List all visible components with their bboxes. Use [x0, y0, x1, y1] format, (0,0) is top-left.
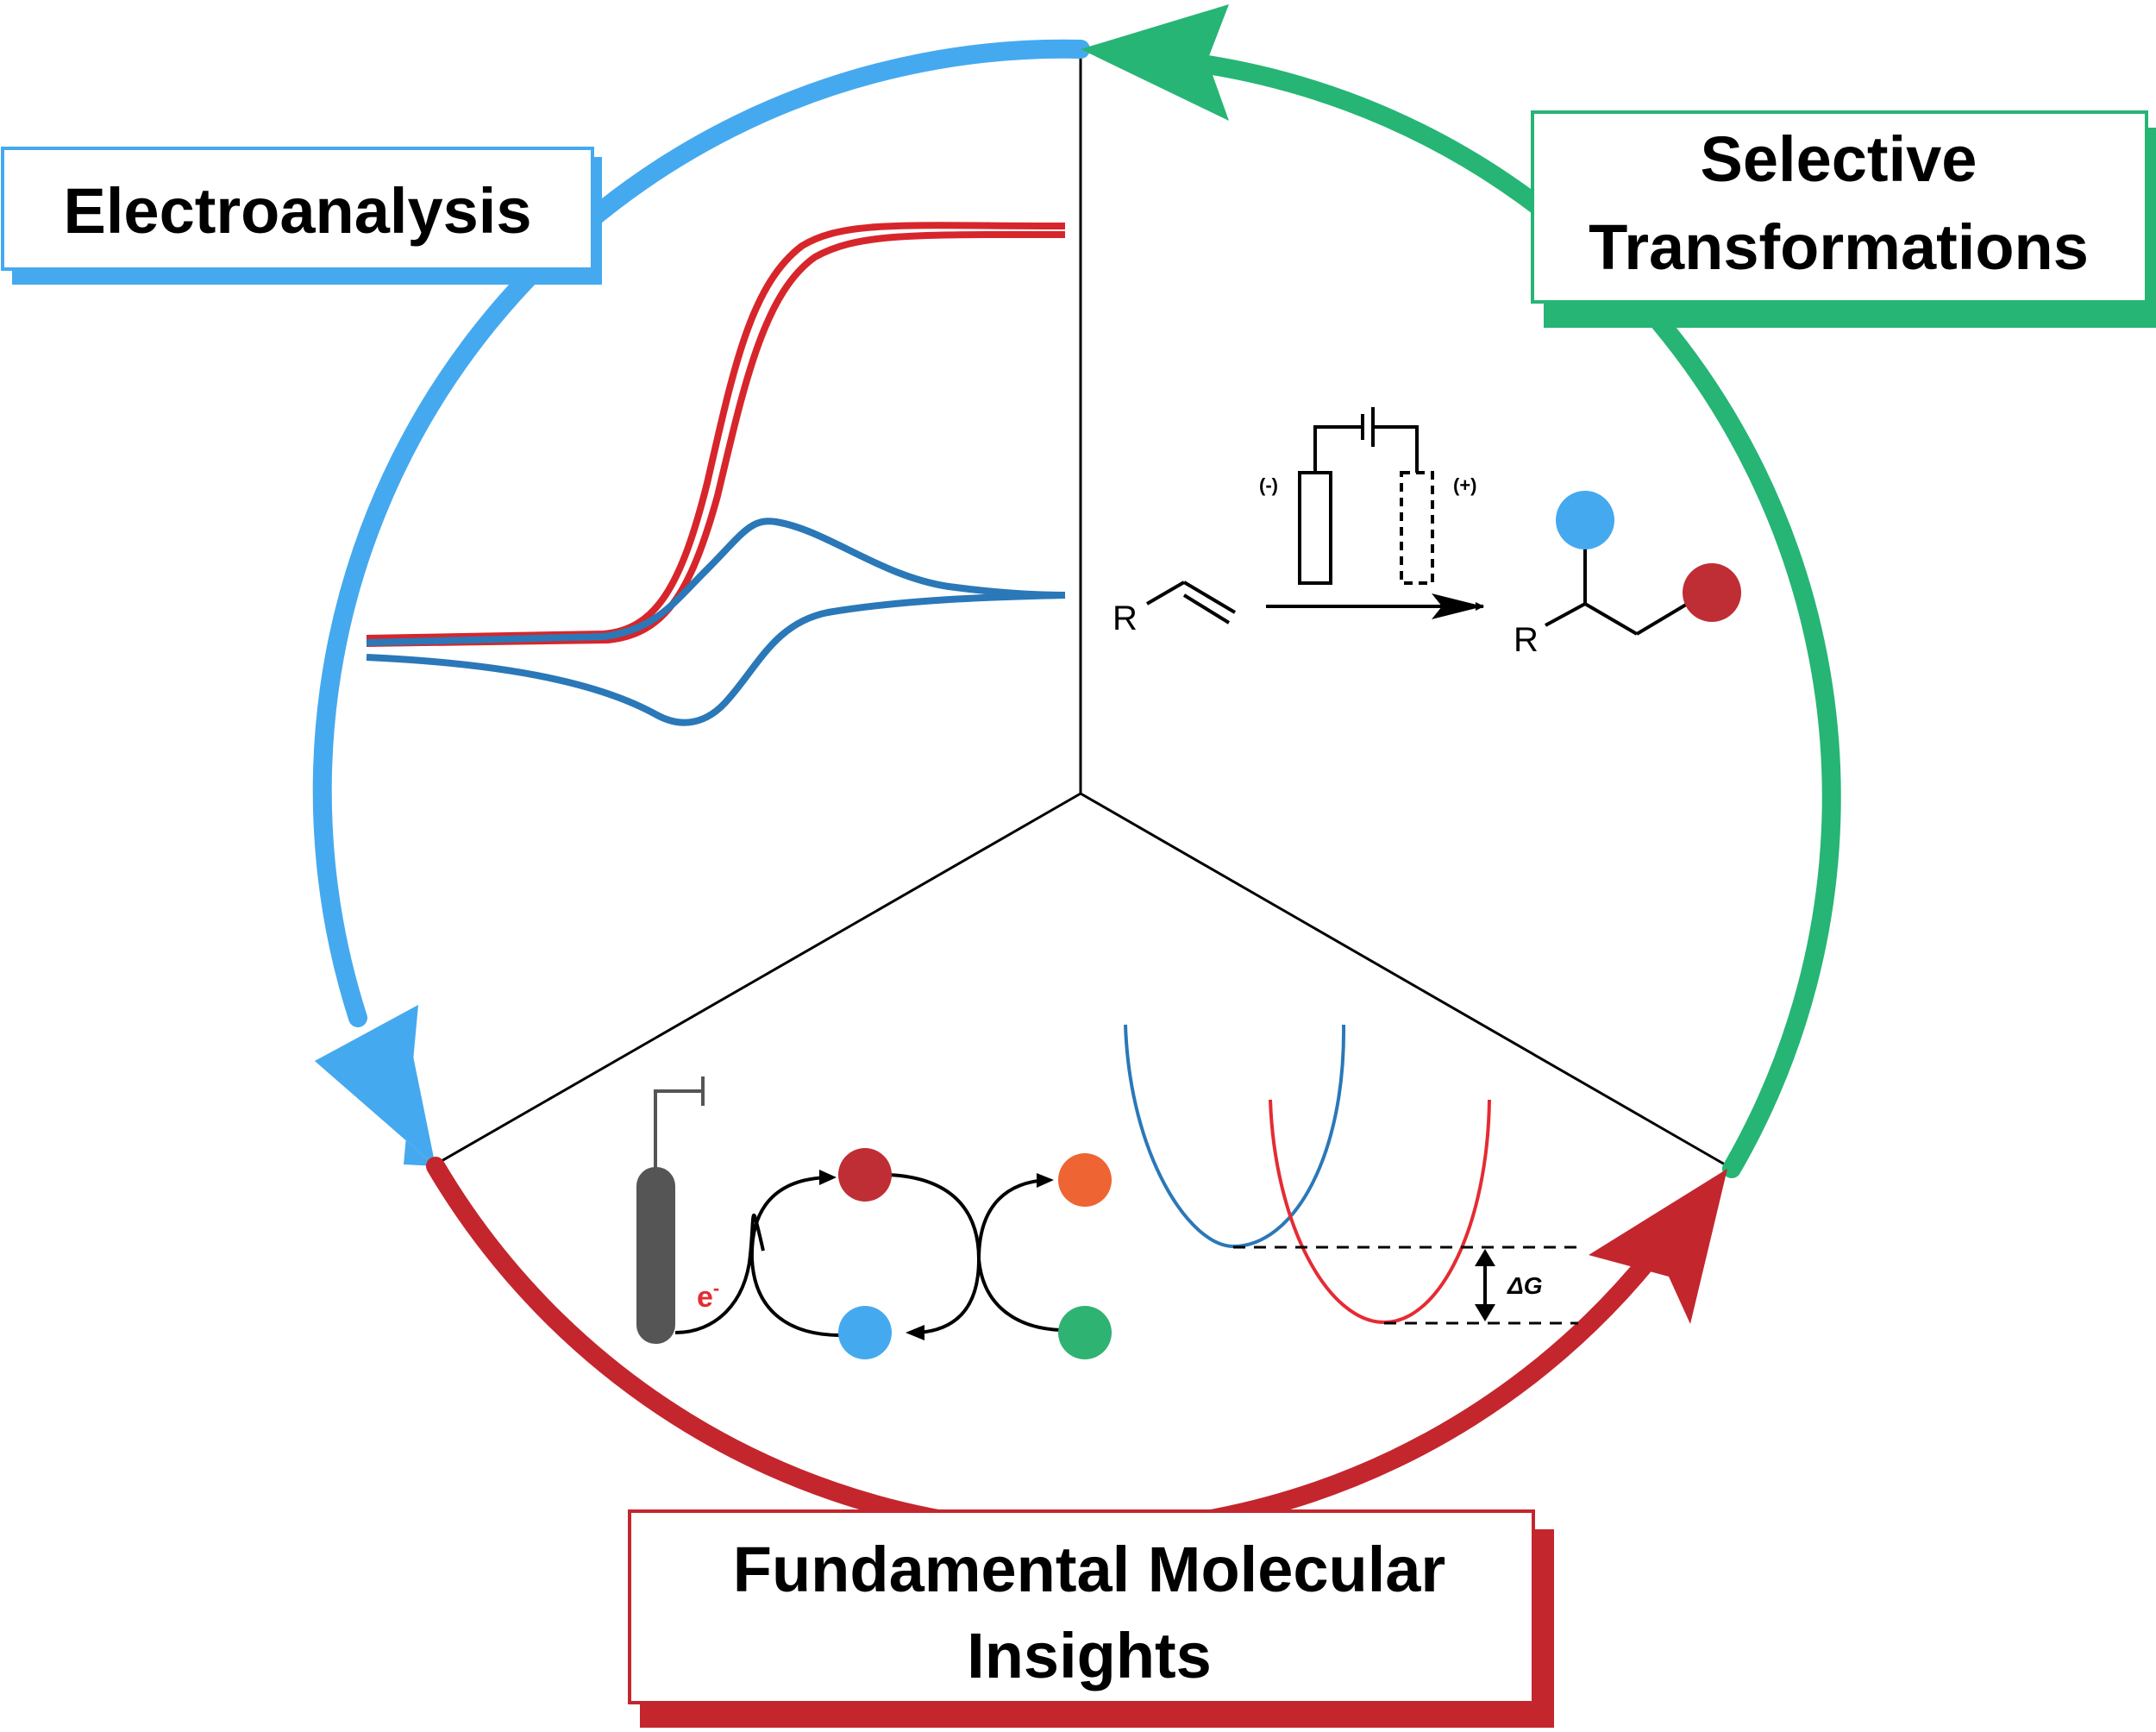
loop-far-upper	[977, 1178, 1049, 1260]
reactant-bond-1	[1145, 580, 1186, 606]
substrate-green	[1058, 1306, 1112, 1359]
reactant-double-bond-b	[1182, 593, 1231, 624]
electron-label: e-	[697, 1277, 719, 1314]
fundamental-insights-box: Fundamental Molecular Insights	[628, 1509, 1554, 1728]
fundamental-label-line2: Insights	[967, 1620, 1212, 1691]
sector-dividers	[435, 52, 1726, 1166]
red-arrowhead	[1589, 1169, 1727, 1324]
mechanism: e-	[636, 1076, 1112, 1359]
voltammogram	[366, 222, 1066, 726]
cv-blue-reverse	[366, 592, 1066, 726]
cv-red-trace-1	[366, 222, 1066, 642]
delta-g-label: ΔG	[1507, 1272, 1543, 1299]
battery-icon: (-) (+)	[1259, 407, 1477, 585]
electroanalysis-label: Electroanalysis	[64, 175, 532, 247]
green-arrowhead	[1081, 4, 1229, 121]
green-cycle-arc	[1181, 53, 1841, 1178]
blue-arrowhead-tip	[315, 1018, 436, 1166]
electroanalysis-box: Electroanalysis	[1, 147, 602, 285]
cv-blue-forward	[366, 518, 1066, 646]
parabola-blue	[1124, 1024, 1346, 1249]
divider-right	[1080, 792, 1726, 1166]
product-r-label: R	[1514, 621, 1539, 659]
selective-label-line2: Transformations	[1589, 211, 2089, 283]
energy-diagram: ΔG	[1124, 1024, 1578, 1325]
catalyst-blue	[838, 1306, 892, 1359]
cathode-electrode	[1298, 471, 1332, 585]
ground-icon	[654, 1076, 705, 1169]
selective-transformations-box: Selective Transformations	[1531, 110, 2156, 328]
catalyst-red	[838, 1148, 892, 1202]
substrate-orange	[1058, 1153, 1112, 1207]
minus-label: (-)	[1259, 474, 1278, 496]
loop-far-lower	[977, 1258, 1062, 1332]
anode-electrode	[1400, 471, 1434, 585]
product-red-group	[1683, 563, 1741, 622]
fundamental-label-line1: Fundamental Molecular	[733, 1534, 1445, 1605]
loop-left-upper	[749, 1176, 833, 1260]
loop-right-upper	[887, 1173, 981, 1260]
selective-label-line1: Selective	[1701, 123, 1977, 195]
reactant-double-bond-a	[1182, 580, 1237, 614]
plus-label: (+)	[1453, 474, 1477, 496]
reaction-scheme: R (-) (+) R	[1112, 407, 1741, 659]
loop-left-lower	[750, 1258, 842, 1337]
parabola-red	[1269, 1099, 1491, 1325]
product-blue-group	[1556, 491, 1614, 549]
electrode-icon	[636, 1167, 675, 1344]
reaction-arrowhead	[1432, 593, 1483, 619]
loop-right-lower	[918, 1258, 981, 1334]
reactant-r-label: R	[1112, 599, 1138, 637]
divider-left	[435, 792, 1081, 1166]
blue-cycle-arc	[312, 39, 1090, 1027]
